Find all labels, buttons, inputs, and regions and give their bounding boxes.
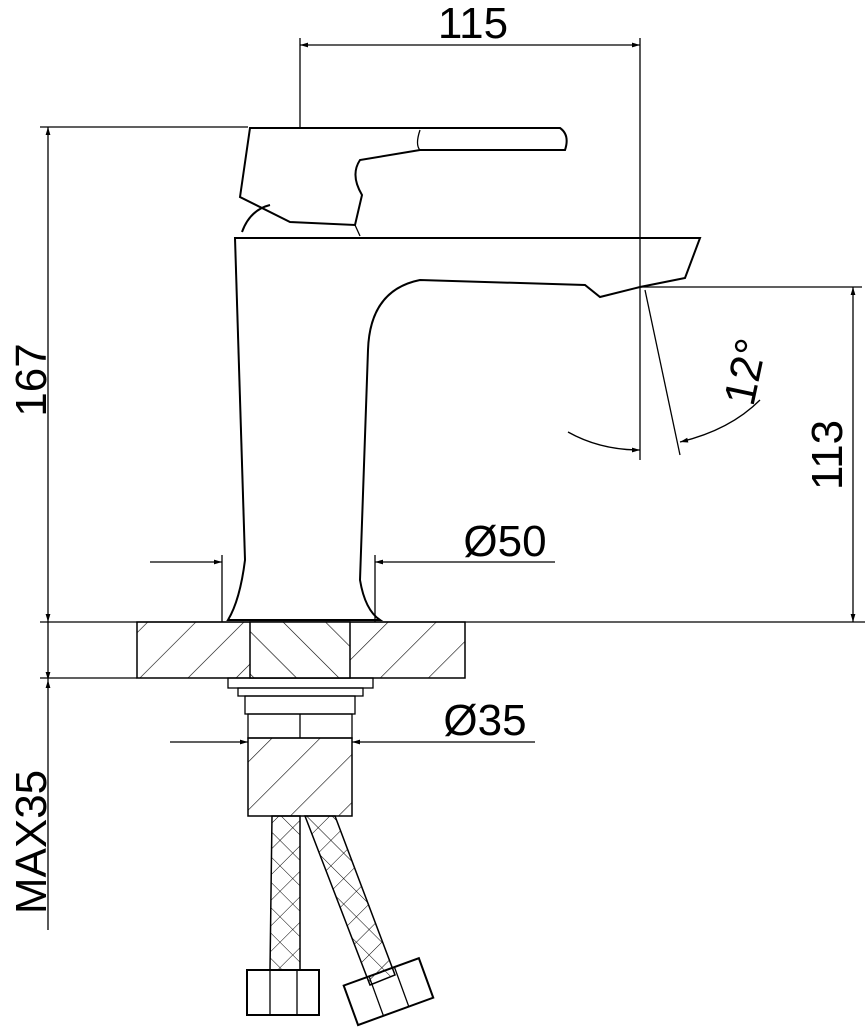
dimension-spout-height: 113 xyxy=(640,286,862,622)
dimension-shank-diameter-label: Ø35 xyxy=(443,696,526,745)
dimension-max-thickness-label: MAX35 xyxy=(7,770,56,914)
dimension-base-diameter: Ø50 xyxy=(150,517,555,622)
dimension-shank-diameter: Ø35 xyxy=(170,696,535,745)
countertop-section xyxy=(40,621,865,679)
dimension-width-label: 115 xyxy=(438,0,508,48)
dimension-spout-angle: 12° xyxy=(567,289,777,456)
dimension-base-diameter-label: Ø50 xyxy=(463,517,546,566)
dimension-max-thickness: MAX35 xyxy=(7,622,56,930)
supply-hoses xyxy=(246,815,435,1027)
dimension-spout-angle-label: 12° xyxy=(715,334,777,409)
dimension-total-height: 167 xyxy=(7,126,248,622)
faucet-body xyxy=(226,127,702,621)
dimension-spout-height-label: 113 xyxy=(803,420,852,490)
dimension-width: 115 xyxy=(299,0,641,460)
mounting-shank xyxy=(227,677,374,817)
dimension-total-height-label: 167 xyxy=(7,343,56,416)
